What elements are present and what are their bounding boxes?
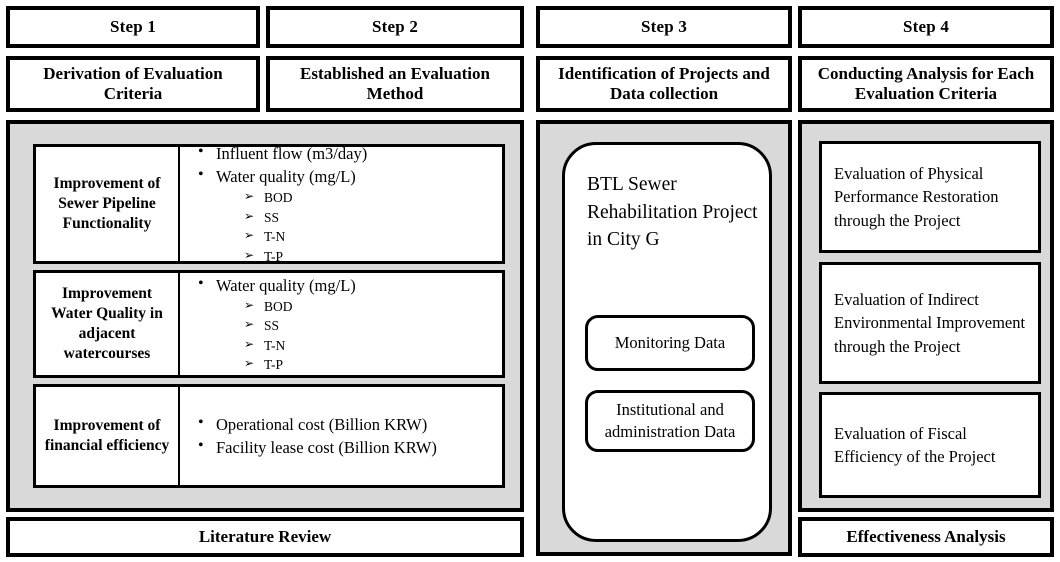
metric-sub-item: T-P [244, 247, 496, 266]
step-4-label-box: Step 4 [798, 6, 1054, 48]
metric-sub-item: T-N [244, 336, 496, 355]
metric-sub-item: BOD [244, 297, 496, 316]
step-4-label: Step 4 [902, 16, 950, 36]
step-2-label-box: Step 2 [266, 6, 524, 48]
criteria-metrics-3: Operational cost (Billion KRW) Facility … [180, 387, 502, 485]
project-container: BTL Sewer Rehabilitation Project in City… [562, 142, 772, 542]
footer-literature-review: Literature Review [6, 517, 524, 557]
step-1-label-box: Step 1 [6, 6, 260, 48]
metric-item: Facility lease cost (Billion KRW) [192, 435, 496, 459]
project-title: BTL Sewer Rehabilitation Project in City… [587, 174, 758, 251]
metric-sub-item: SS [244, 316, 496, 335]
step-2-title-box: Established an Evaluation Method [266, 56, 524, 112]
criteria-metrics-2: Water quality (mg/L) BOD SS T-N T-P [180, 273, 502, 375]
criteria-row-3: Improvement of financial efficiency Oper… [33, 384, 505, 488]
step-3-label: Step 3 [640, 16, 688, 36]
metric-sub-item: T-P [244, 355, 496, 374]
metric-item: Operational cost (Billion KRW) [192, 412, 496, 436]
metric-sub-item: T-N [244, 227, 496, 246]
step-1-title: Derivation of Evaluation Criteria [43, 63, 223, 103]
evaluation-box-2: Evaluation of Indirect Environmental Imp… [819, 262, 1041, 384]
metric-item: Water quality (mg/L) BOD SS T-N T-P [192, 273, 496, 375]
criteria-panel: Improvement of Sewer Pipeline Functional… [6, 120, 524, 512]
metric-item: Water quality (mg/L) BOD SS T-N T-P [192, 164, 496, 266]
step-1-title-box: Derivation of Evaluation Criteria [6, 56, 260, 112]
step-1-label: Step 1 [109, 16, 157, 36]
metric-sub-item: BOD [244, 188, 496, 207]
metric-item: Influent flow (m3/day) [192, 141, 496, 165]
criteria-row-1: Improvement of Sewer Pipeline Functional… [33, 141, 505, 264]
step-2-label: Step 2 [371, 16, 419, 36]
step-2-title: Established an Evaluation Method [300, 63, 490, 103]
footer-effectiveness-analysis: Effectiveness Analysis [798, 517, 1054, 557]
criteria-name-2: Improvement Water Quality in adjacent wa… [36, 273, 180, 375]
evaluation-box-1: Evaluation of Physical Performance Resto… [819, 141, 1041, 253]
data-source-monitoring: Monitoring Data [585, 315, 755, 371]
project-panel: BTL Sewer Rehabilitation Project in City… [536, 120, 792, 556]
evaluation-panel: Evaluation of Physical Performance Resto… [798, 120, 1054, 512]
data-source-institutional: Institutional and administration Data [585, 390, 755, 452]
step-3-label-box: Step 3 [536, 6, 792, 48]
criteria-name-1: Improvement of Sewer Pipeline Functional… [36, 147, 180, 261]
step-3-title-box: Identification of Projects and Data coll… [536, 56, 792, 112]
step-3-title: Identification of Projects and Data coll… [558, 63, 770, 103]
step-4-title-box: Conducting Analysis for Each Evaluation … [798, 56, 1054, 112]
metric-sub-item: SS [244, 208, 496, 227]
step-4-title: Conducting Analysis for Each Evaluation … [817, 63, 1035, 103]
criteria-metrics-1: Influent flow (m3/day) Water quality (mg… [180, 141, 502, 264]
criteria-name-3: Improvement of financial efficiency [36, 387, 180, 485]
criteria-row-2: Improvement Water Quality in adjacent wa… [33, 270, 505, 378]
evaluation-box-3: Evaluation of Fiscal Efficiency of the P… [819, 392, 1041, 498]
